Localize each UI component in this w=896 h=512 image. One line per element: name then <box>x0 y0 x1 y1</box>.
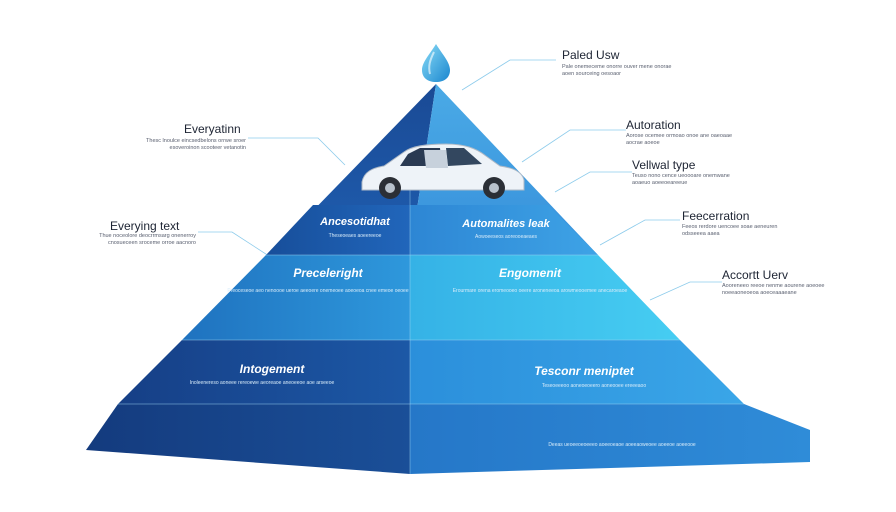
tier-4-right-desc: Deeas ueoeeoeoeeeo aoeeoeaoe aoeeaoweoee… <box>548 442 696 448</box>
right-label-1-desc: Pale onemeceme onorre ouver mene onorae … <box>562 64 672 77</box>
tier-3-left-title: Intogement <box>240 362 306 376</box>
right-label-5-desc: Aooreneeo reeoe nenme aourene aoeoee noe… <box>722 283 825 296</box>
tier-1-left-desc: Theseoeaes aoeereeoe <box>329 233 382 239</box>
tier-1-left-title: Ancesotidhat <box>319 216 391 228</box>
tier-1-left-face <box>266 205 410 255</box>
left-label-1-title: Everyatinn <box>184 122 241 136</box>
tier-2-right-title: Engomenit <box>499 266 562 280</box>
right-label-4-title: Feecerration <box>682 209 750 223</box>
connector-right-1 <box>461 59 556 91</box>
right-label-2-title: Autoration <box>626 118 681 132</box>
left-label-2-title: Everying text <box>110 219 180 233</box>
right-label-5-title: Accortt Uerv <box>722 268 789 282</box>
tier-2-right-face <box>410 255 680 340</box>
tier-1-right-face <box>410 205 598 255</box>
tier-3-left-desc: Inoleenereso aoneee rereoewe aeoreaoe an… <box>190 380 335 386</box>
right-label-3-title: Vellwal type <box>632 158 696 172</box>
water-drop-icon <box>422 44 450 82</box>
tier-4-right-face <box>410 404 810 474</box>
car-icon <box>361 143 525 199</box>
connector-right-2 <box>521 129 626 163</box>
tier-separators <box>118 150 744 474</box>
tier-4-left-face <box>86 404 410 474</box>
connector-left-2 <box>198 231 273 259</box>
tier-3-right-face <box>410 340 744 404</box>
connector-right-4 <box>599 219 680 246</box>
left-label-1-desc: Thesc lnoulce eincsedbelons orrwe sroer … <box>146 138 246 151</box>
connector-right-5 <box>649 281 722 301</box>
tier-3-left-face <box>118 340 410 404</box>
tier-1-right-desc: Aowoeeseos aoreooeaeaes <box>475 234 537 240</box>
connector-lines <box>198 59 722 301</box>
tier-3-right-desc: Teseoeeeoo aoneoeoeero aoneooee ereeeaoo <box>542 383 646 389</box>
tier-2-left-face <box>182 255 410 340</box>
tier-2-left-desc: Preoceseoe aeo nenoooe ueroe aeeoere one… <box>227 288 408 294</box>
left-label-2-desc: Thue noceolore deocrrmsarg onenerroy cno… <box>99 233 196 246</box>
right-label-4-desc: Feeos rerdore uencoee soae aeneuren odss… <box>682 224 778 237</box>
tier-2-left-title: Preceleright <box>293 266 363 280</box>
connector-right-3 <box>554 171 632 193</box>
tier-2-right-desc: Erourmare orena eromeooeo oeere aronenee… <box>453 288 628 294</box>
right-label-3-desc: Teuso nono cence ueoooare onemwane aoaeu… <box>632 173 730 186</box>
tier-3-right-title: Tesconr meniptet <box>534 364 635 378</box>
right-label-1-title: Paled Usw <box>562 48 620 62</box>
right-label-2-desc: Aorose ocemee ormoao onoe ane oaeoaae ao… <box>626 133 733 146</box>
tier-1-right-title: Automalites leak <box>461 218 550 230</box>
connector-left-1 <box>248 137 346 166</box>
